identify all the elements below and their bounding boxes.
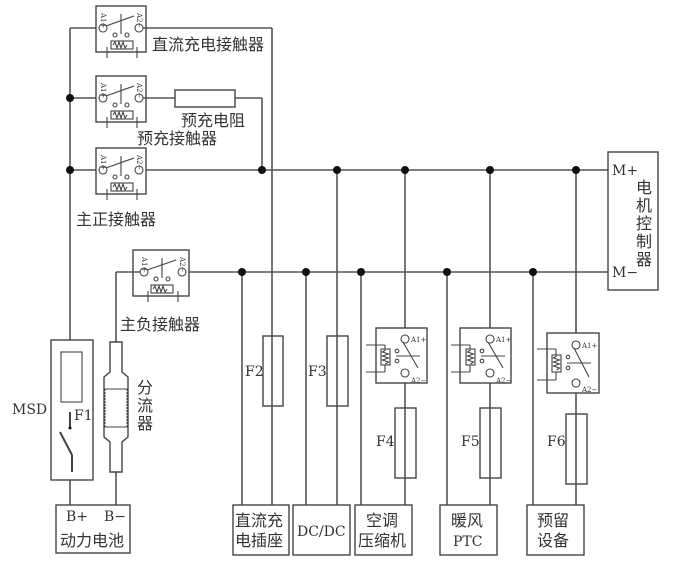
shunt-label-3: 器 (137, 414, 153, 433)
f1-label: F1 (74, 408, 93, 424)
relay-terminal-a1: A1+ (495, 336, 512, 344)
junction-dot (302, 268, 310, 276)
dc-charge-socket-label-2: 电插座 (235, 531, 283, 550)
junction-dot (258, 166, 266, 174)
dcdc-label: DC/DC (297, 524, 346, 540)
fuse-f1 (60, 351, 83, 403)
shunt-label-2: 流 (137, 396, 153, 415)
dc-charge-contactor-label: 直流充电接触器 (152, 35, 264, 54)
dc-charge-contactor: A1+ A2− 直流充电接触器 (95, 5, 273, 505)
msd-label: MSD (12, 402, 47, 418)
junction-dot (66, 94, 74, 102)
relay-terminal-a1: A1+ (581, 342, 598, 350)
relay-terminal-a2: A2− (135, 12, 143, 29)
relay-terminal-a2: A2− (135, 82, 143, 99)
junction-dot (357, 268, 365, 276)
relay-terminal-a2: A2− (581, 386, 598, 394)
battery-b-plus-label: B+ (66, 509, 88, 525)
branch-ac-compressor: A1+ A2− F4 空调 压缩机 (354, 166, 428, 556)
f4-label: F4 (376, 434, 395, 450)
f3-label: F3 (308, 364, 327, 380)
branch-dc-charge-socket: F2 直流充 电插座 (232, 268, 290, 556)
relay-terminal-a2: A2− (178, 256, 186, 273)
precharge-contactor-label: 预充接触器 (137, 129, 217, 148)
branch-dcdc: F3 DC/DC (292, 166, 351, 556)
branch-reserved-device: A1+ A2− F6 预留 设备 (526, 166, 600, 556)
junction-dot (529, 268, 537, 276)
junction-dot (333, 166, 341, 174)
motor-controller-label-4: 制 (636, 232, 652, 251)
current-shunt: 分 流 器 (103, 340, 153, 505)
dc-charge-socket-label-1: 直流充 (235, 511, 283, 530)
motor-controller-label-5: 器 (636, 250, 652, 269)
ac-compressor-label-2: 压缩机 (358, 531, 406, 550)
main-negative-contactor: A1+ A2− 主负接触器 (115, 249, 200, 340)
junction-dot (486, 166, 494, 174)
precharge-resistor-label: 预充电阻 (181, 111, 245, 130)
junction-dot (238, 268, 246, 276)
fuse-f2 (262, 335, 284, 407)
msd-service-disconnect: MSD F1 (12, 339, 94, 481)
battery-b-minus-label: B− (104, 509, 126, 525)
main-positive-contactor-label: 主正接触器 (76, 210, 156, 229)
m-minus-label: M− (612, 265, 638, 281)
power-battery: B+ B− 动力电池 (55, 504, 131, 554)
junction-dot (66, 166, 74, 174)
relay-terminal-a2: A2− (410, 377, 427, 385)
junction-dot (572, 166, 580, 174)
reserved-device-label-1: 预留 (537, 511, 569, 530)
relay-terminal-a2: A2− (135, 154, 143, 171)
shunt-label-1: 分 (137, 378, 153, 397)
relay-terminal-a2: A2− (495, 377, 512, 385)
main-positive-contactor: A1+ A2− 主正接触器 (76, 147, 156, 229)
motor-controller-label-2: 机 (636, 196, 652, 215)
m-plus-label: M+ (612, 163, 638, 179)
motor-controller: M+ M− 电 机 控 制 器 (607, 151, 659, 291)
ptc-heater-label-2: PTC (453, 534, 482, 550)
motor-controller-label-3: 控 (636, 214, 652, 233)
battery-label: 动力电池 (60, 531, 124, 550)
f5-label: F5 (461, 434, 480, 450)
relay-terminal-a1: A1+ (99, 82, 107, 99)
f2-label: F2 (245, 364, 264, 380)
relay-terminal-a1: A1+ (410, 336, 427, 344)
f6-label: F6 (547, 434, 566, 450)
junction-dot (401, 166, 409, 174)
relay-terminal-a1: A1+ (140, 256, 148, 273)
relay-terminal-a1: A1+ (99, 154, 107, 171)
ptc-heater-label-1: 暖风 (451, 511, 483, 530)
branch-ptc-heater: A1+ A2− F5 暖风 PTC (439, 166, 512, 556)
reserved-device-label-2: 设备 (537, 531, 569, 550)
precharge-contactor: A1+ A2− 预充电阻 预充接触器 (95, 75, 266, 174)
precharge-resistor (174, 89, 236, 108)
main-negative-contactor-label: 主负接触器 (120, 315, 200, 334)
junction-dot (443, 268, 451, 276)
motor-controller-label-1: 电 (636, 178, 652, 197)
relay-terminal-a1: A1+ (99, 12, 107, 29)
ac-compressor-label-1: 空调 (366, 511, 398, 530)
